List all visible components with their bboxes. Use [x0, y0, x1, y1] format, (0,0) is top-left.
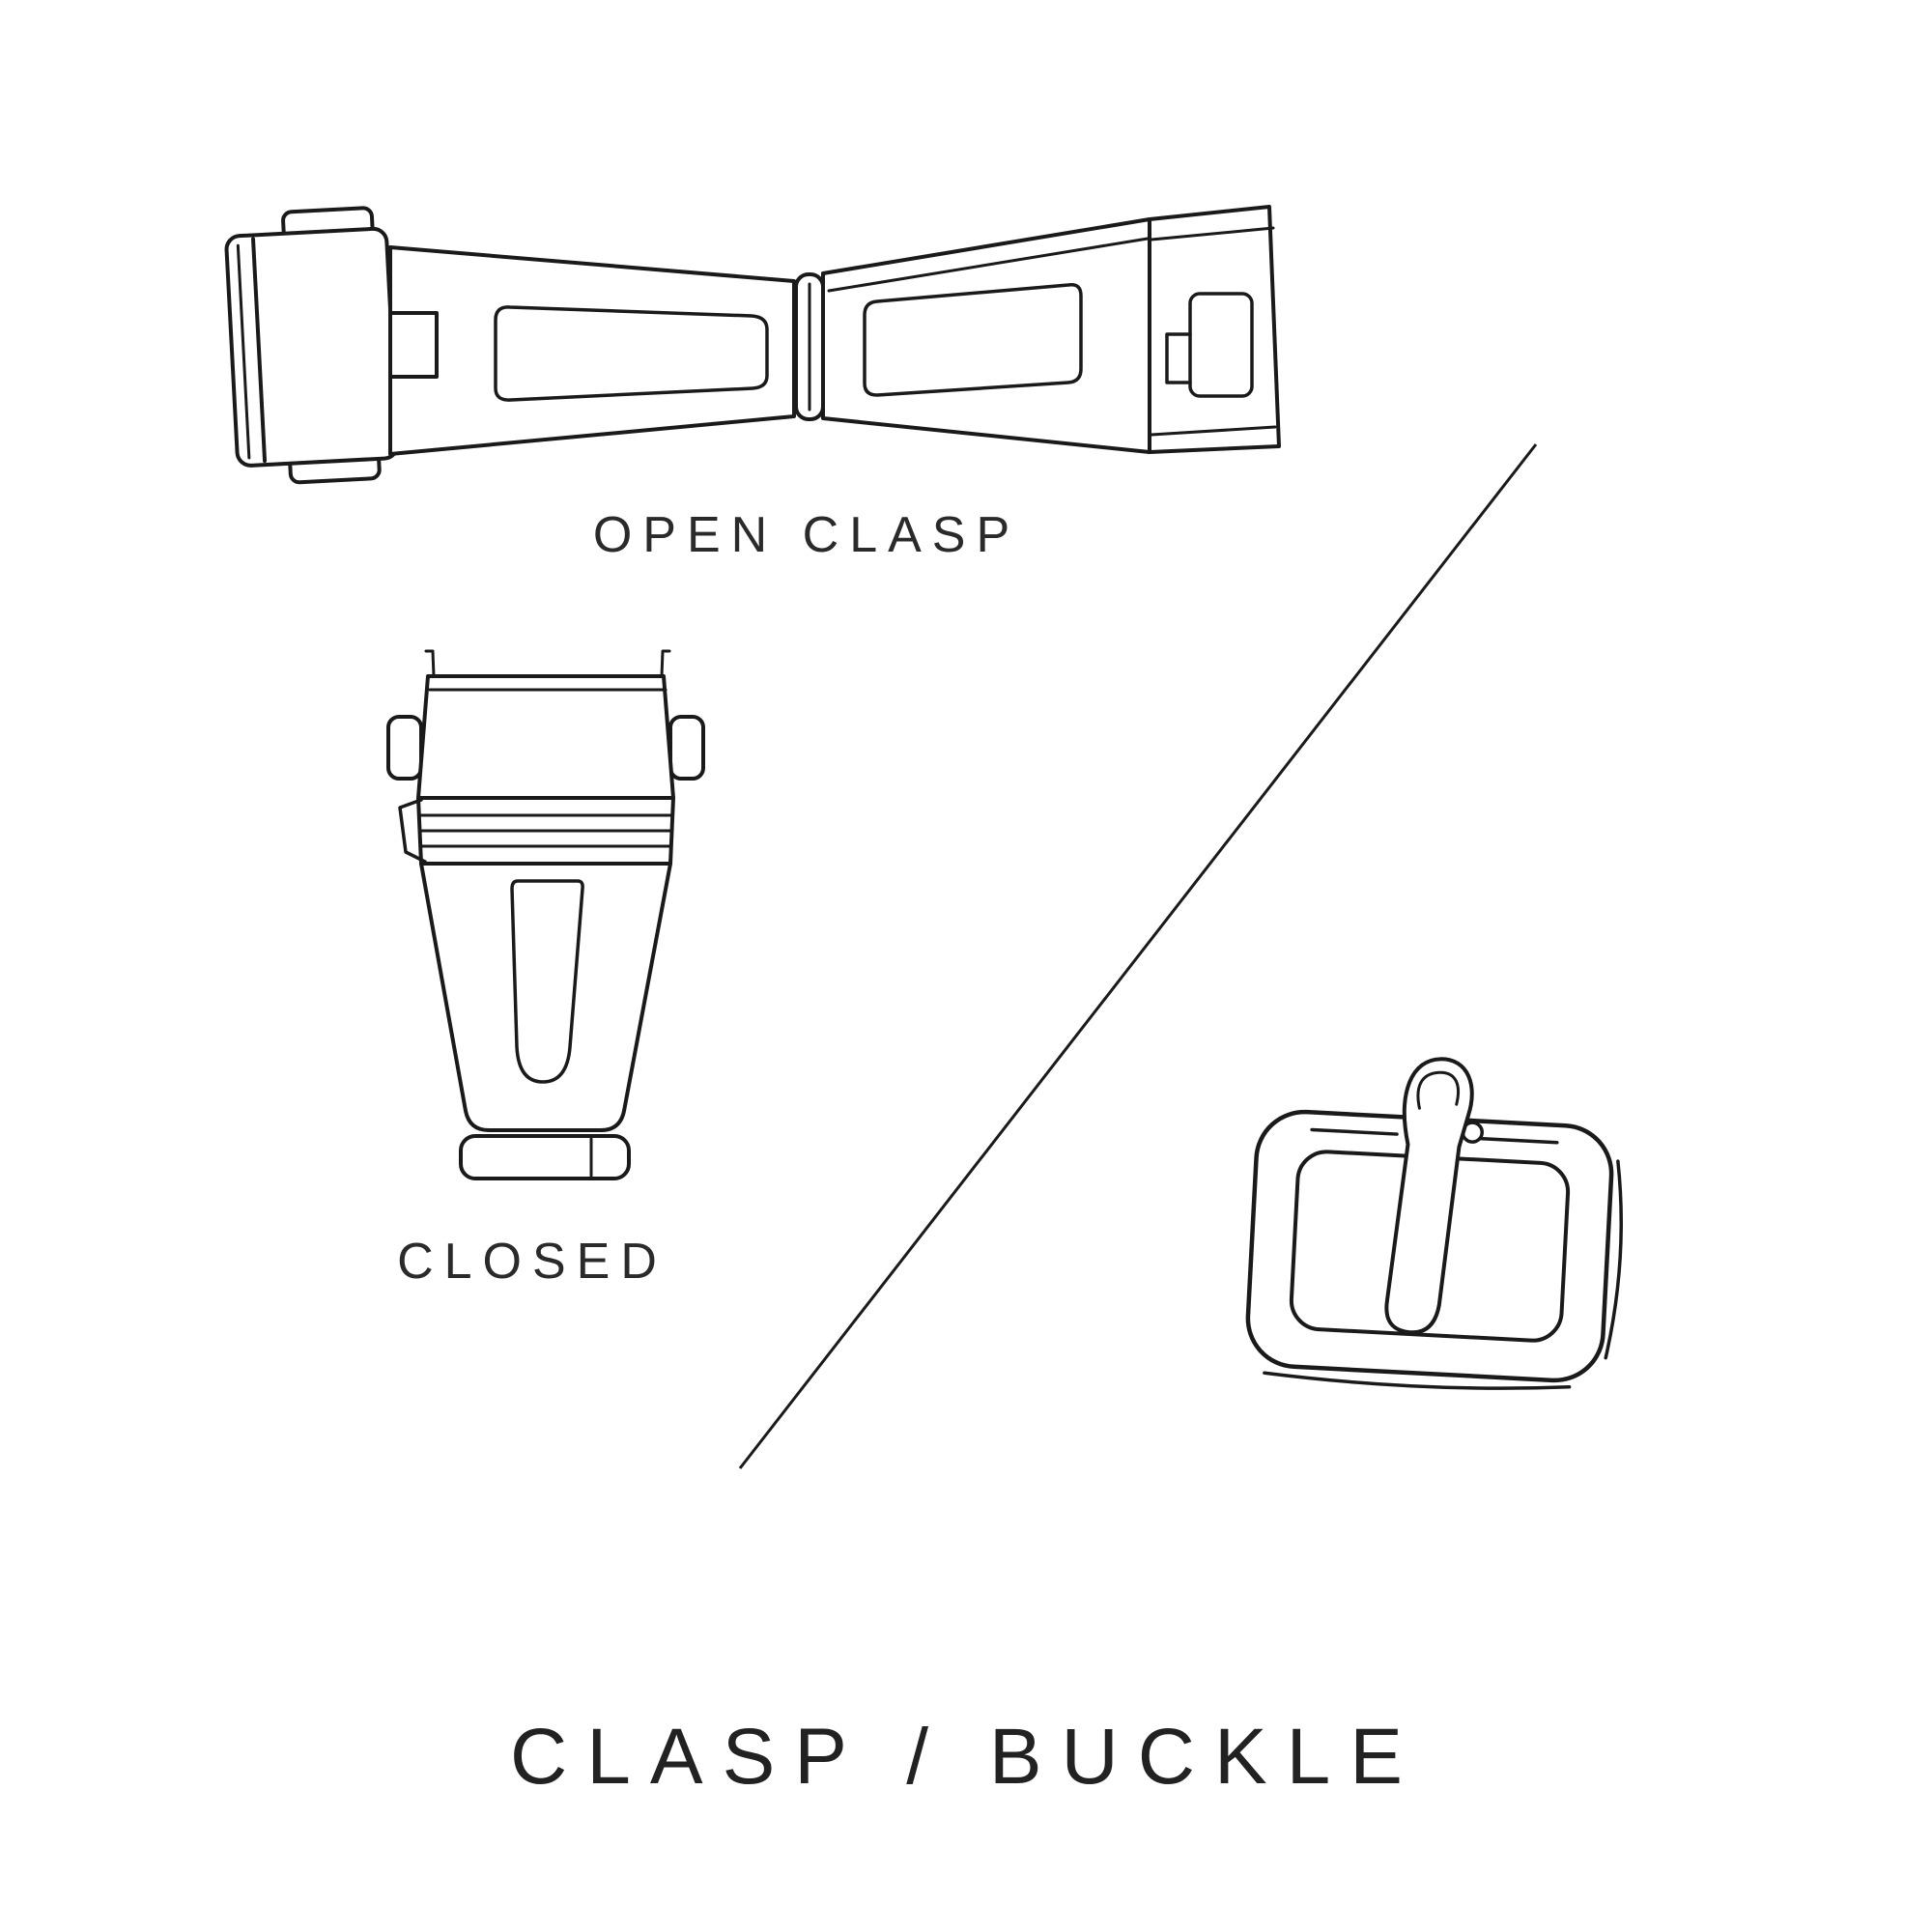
- closed-clasp-end-cap: [459, 1134, 631, 1180]
- buckle-illustration: [1245, 1057, 1623, 1390]
- open-clasp-illustration: [224, 205, 1281, 485]
- closed-clasp-top-block: [416, 674, 675, 800]
- closed-clasp-illustration: [386, 649, 705, 1180]
- buckle-tang: [1384, 1057, 1474, 1335]
- closed-caption: CLOSED: [397, 1234, 668, 1290]
- page-title: CLASP / BUCKLE: [510, 1713, 1422, 1801]
- open-clasp-left-block: [224, 206, 400, 485]
- divider-line: [738, 443, 1538, 1469]
- open-clasp-caption: OPEN CLASP: [592, 507, 1021, 563]
